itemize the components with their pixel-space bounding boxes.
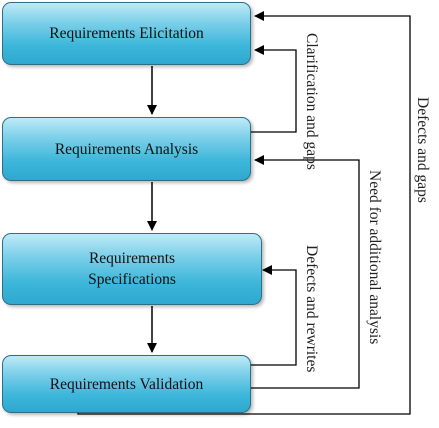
box-requirements-specifications: Requirements Specifications [2, 233, 262, 305]
label-line1: Clarification [303, 33, 320, 112]
feedback-validation-to-elicitation [77, 11, 411, 415]
label-clarification-and-gaps: Clarification and gaps [302, 33, 321, 170]
label-need-for-additional-analysis: Need for additional analysis [365, 170, 384, 344]
box-label: Requirements Validation [49, 375, 204, 393]
label-defects-and-gaps: Defects and gaps [413, 97, 432, 203]
label-line2: and gaps [303, 115, 320, 170]
label-line1: Defects and [303, 245, 320, 319]
box-label-line1: Requirements [88, 250, 176, 267]
box-requirements-validation: Requirements Validation [2, 355, 251, 413]
label-line2: analysis [366, 294, 383, 345]
feedback-validation-to-specifications [251, 265, 297, 366]
label-line2: rewrites [303, 322, 320, 373]
box-requirements-analysis: Requirements Analysis [2, 117, 251, 181]
feedback-validation-to-analysis [251, 155, 360, 389]
box-label-line2: Specifications [88, 271, 176, 288]
box-label: Requirements Analysis [54, 140, 199, 158]
label-defects-and-rewrites: Defects and rewrites [302, 245, 321, 372]
feedback-analysis-to-elicitation [251, 45, 297, 133]
box-requirements-elicitation: Requirements Elicitation [2, 2, 251, 65]
box-label: Requirements Elicitation [49, 25, 204, 42]
label-line1: Defects and gaps [414, 97, 431, 203]
label-line1: Need for additional [366, 170, 383, 291]
